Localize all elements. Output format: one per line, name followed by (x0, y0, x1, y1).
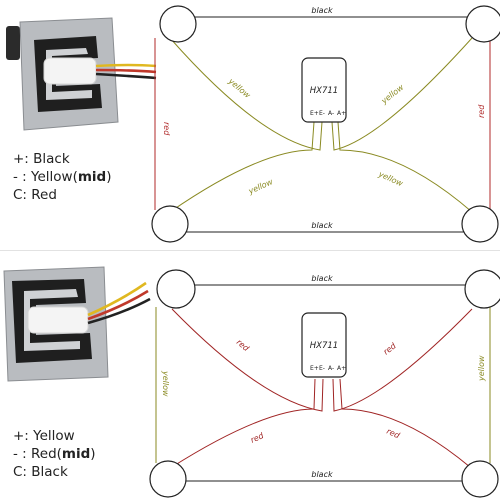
wire-label-right: red (477, 104, 486, 118)
pin-label-4: A+ (337, 110, 346, 117)
legend-minus: - : Red(mid) (13, 446, 96, 462)
top-wiring-diagram: HX711 E+ E- A- A+ black black red red ye… (6, 5, 500, 243)
upper-right-wire (331, 37, 473, 151)
wire-label-bottom: black (311, 470, 333, 479)
load-cell-image (6, 17, 157, 131)
wire-label-right: yellow (477, 355, 486, 382)
load-cell-circle-top-right (464, 269, 500, 309)
legend-c: C: Black (13, 464, 68, 480)
wire-label-lower-left: yellow (246, 177, 274, 196)
load-cell-image (3, 266, 151, 382)
wire-label-lower-left: red (249, 431, 266, 445)
yellow-wire (95, 63, 157, 68)
wire-label-upper-left: yellow (226, 76, 252, 100)
load-cell-circle-bottom-right (461, 205, 499, 243)
load-cell-circle-bottom-right (461, 460, 499, 498)
bottom-wiring-panel: HX711 E+ E- A- A+ black black yellow yel… (0, 250, 500, 501)
wire-label-bottom: black (311, 221, 333, 230)
red-wire (95, 68, 157, 74)
lower-right-wire (337, 121, 473, 213)
yellow-wire (87, 281, 147, 317)
black-wire (87, 297, 151, 325)
legend-c: C: Red (13, 187, 57, 203)
pin-label-1: E+ (310, 110, 319, 117)
wire-label-upper-right: red (382, 341, 399, 357)
wire-label-top: black (311, 6, 333, 15)
load-cell-circle-top-left (159, 5, 197, 43)
lower-right-wire (339, 378, 471, 468)
pin-label-1: E+ (310, 365, 319, 372)
wire-label-top: black (311, 274, 333, 283)
lower-left-wire (169, 121, 315, 213)
wire-label-upper-left: red (235, 338, 252, 354)
hx711-label: HX711 (310, 341, 338, 351)
black-wire (95, 72, 157, 80)
upper-left-wire (169, 37, 323, 151)
wire-label-lower-right: yellow (376, 169, 404, 188)
legend-plus: +: Black (13, 151, 70, 167)
wire-color-legend: +: Black - : Yellow(mid) C: Red (13, 150, 111, 204)
load-cell-circle-bottom-left (151, 205, 189, 243)
pin-label-3: A- (328, 365, 334, 372)
load-cell-circle-top-right (465, 5, 500, 43)
legend-minus: - : Yellow(mid) (13, 169, 112, 185)
top-wiring-panel: HX711 E+ E- A- A+ black black red red ye… (0, 0, 500, 250)
load-cell-circle-top-left (156, 269, 196, 309)
bottom-wiring-diagram: HX711 E+ E- A- A+ black black yellow yel… (3, 266, 500, 498)
load-cell-circle-bottom-left (149, 460, 187, 498)
red-wire (87, 289, 149, 321)
upper-right-wire (332, 308, 473, 412)
wire-color-legend: +: Yellow - : Red(mid) C: Black (13, 427, 96, 481)
hx711-board (301, 312, 347, 378)
legend-plus: +: Yellow (13, 428, 75, 444)
pin-label-4: A+ (337, 365, 346, 372)
pin-label-3: A- (328, 110, 334, 117)
wire-label-lower-right: red (385, 427, 402, 441)
hx711-label: HX711 (310, 86, 338, 96)
hx711-board (301, 57, 347, 123)
wire-label-left: red (162, 122, 171, 136)
pin-label-2: E- (319, 365, 325, 372)
lower-left-wire (171, 378, 316, 468)
wire-label-upper-right: yellow (379, 82, 406, 106)
pin-label-2: E- (319, 110, 325, 117)
upper-left-wire (171, 308, 324, 412)
wire-label-left: yellow (161, 370, 170, 397)
